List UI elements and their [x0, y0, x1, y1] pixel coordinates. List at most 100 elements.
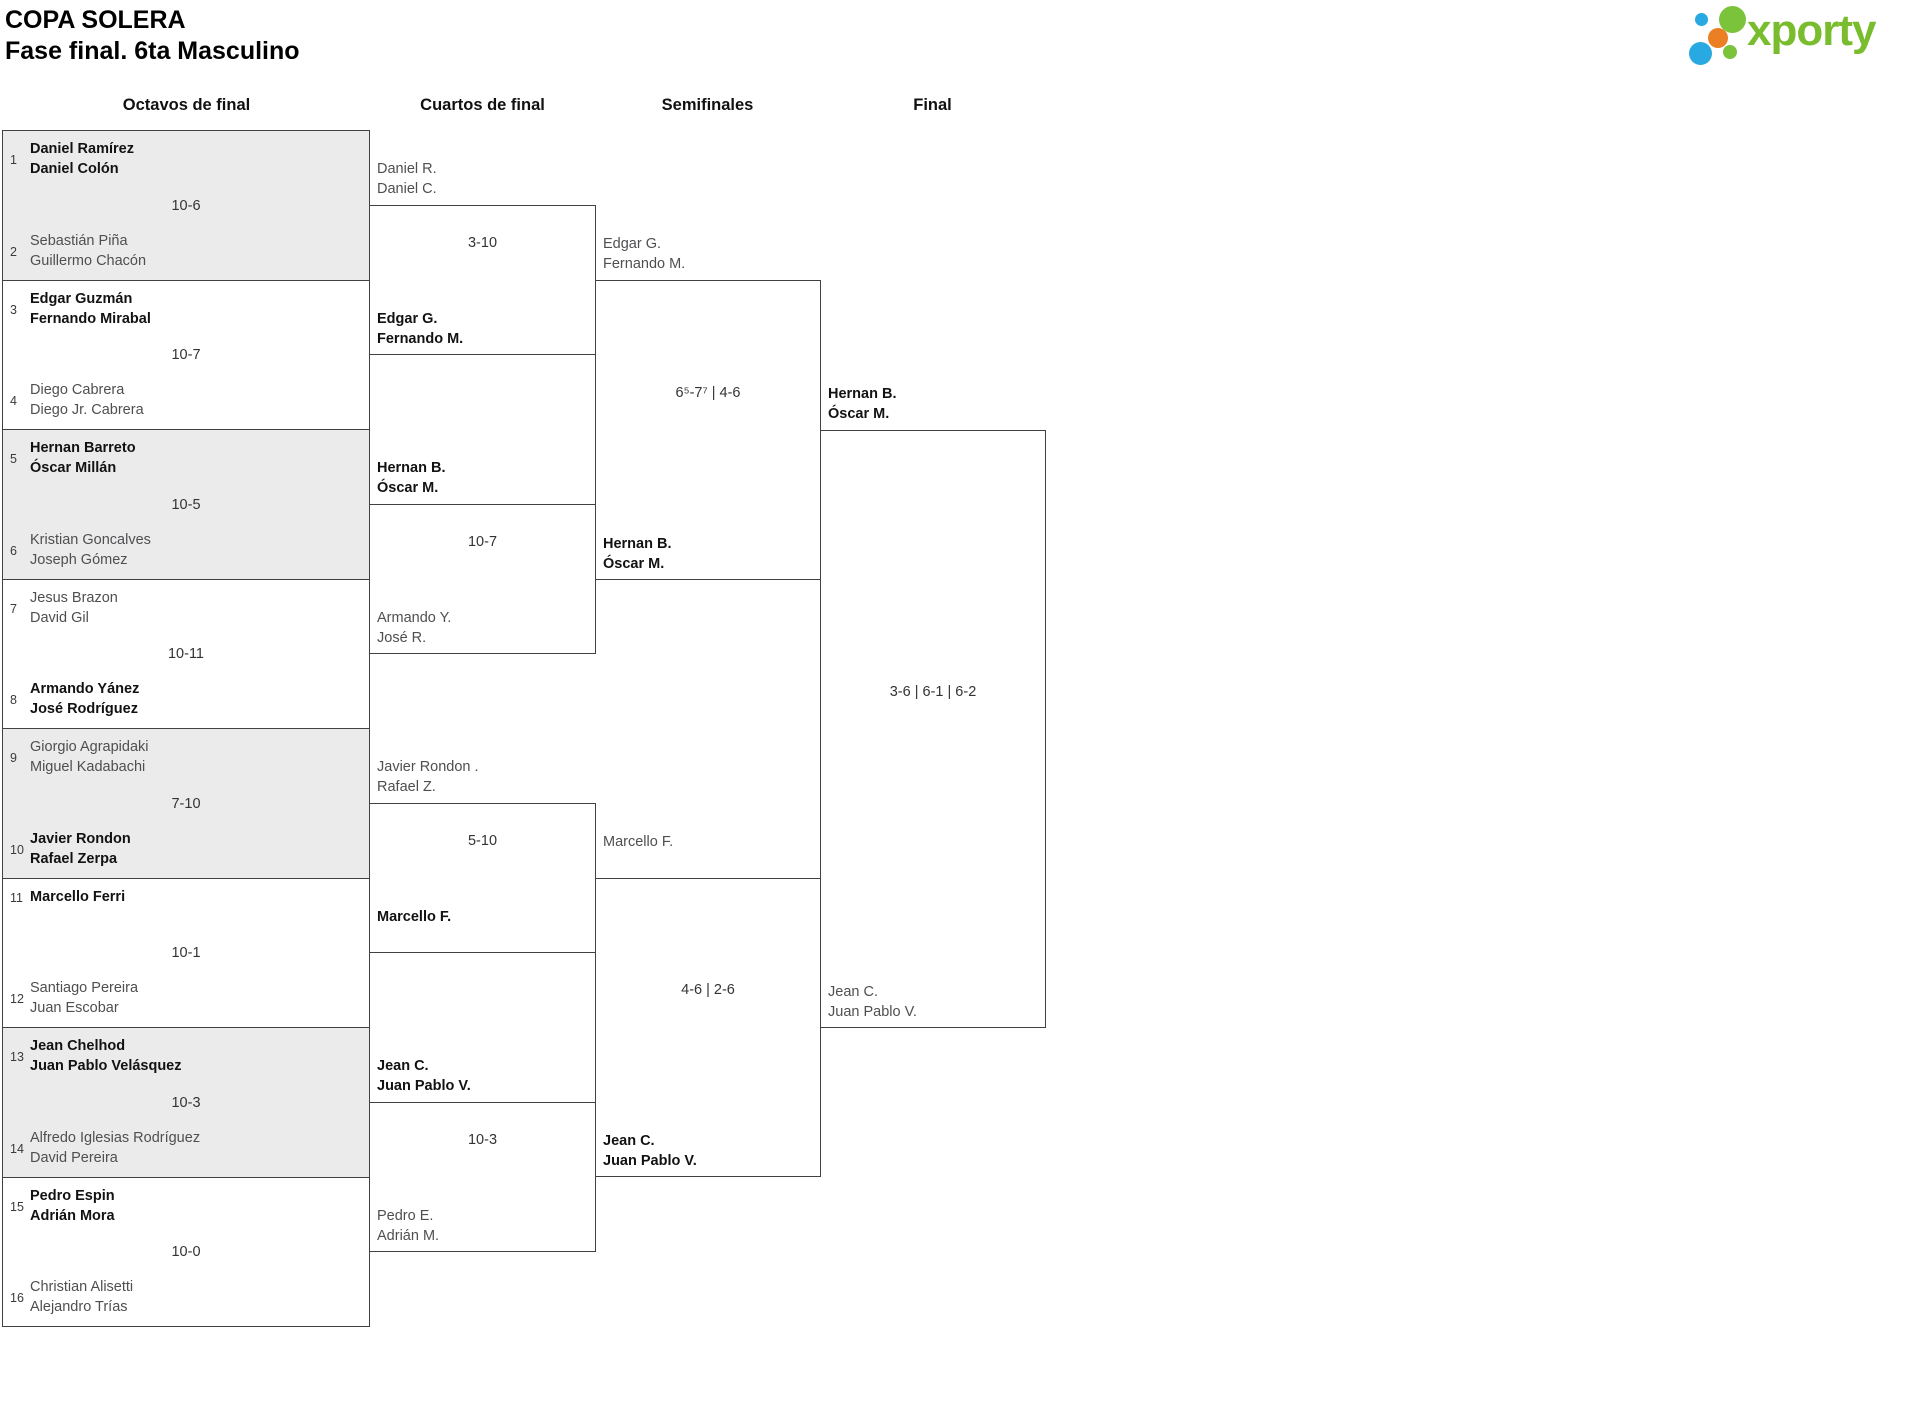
match-score: 4-6 | 2-6	[681, 982, 735, 998]
seed-number: 15	[10, 1199, 24, 1214]
team-name[interactable]: Kristian Goncalves Joseph Gómez	[30, 531, 151, 570]
team-name[interactable]: Sebastián Piña Guillermo Chacón	[30, 232, 146, 271]
team-name[interactable]: Hernan Barreto Óscar Millán	[30, 439, 136, 478]
octavos-match-5[interactable]: 9 Giorgio Agrapidaki Miguel Kadabachi 7-…	[2, 728, 370, 879]
player-name: Christian Alisetti	[30, 1279, 134, 1295]
seed-number: 3	[10, 302, 17, 317]
match-score: 10-5	[171, 496, 201, 513]
team-name[interactable]: Marcello Ferri	[30, 888, 125, 908]
seed-number: 5	[10, 451, 17, 466]
seed-number: 2	[10, 244, 17, 259]
seed-number: 16	[10, 1290, 24, 1305]
player-name: Edgar G.	[377, 311, 438, 327]
team-name[interactable]: Jean C. Juan Pablo V.	[377, 1057, 471, 1096]
team-name[interactable]: Marcello F.	[377, 908, 451, 947]
player-name: Daniel Ramírez	[30, 141, 134, 157]
player-name: Adrián M.	[377, 1227, 440, 1244]
page-title: COPA SOLERA	[5, 6, 186, 34]
cuartos-match-4-connector[interactable]	[369, 1102, 596, 1252]
team-name[interactable]: Marcello F.	[603, 833, 673, 872]
player-name: Santiago Pereira	[30, 980, 139, 996]
player-name: Hernan B.	[377, 460, 446, 476]
player-name: David Gil	[30, 609, 89, 626]
player-name: Armando Yánez	[30, 681, 140, 697]
match-score: 10-7	[467, 534, 498, 550]
team-name[interactable]: Armando Y. José R.	[377, 609, 451, 648]
team-name[interactable]: Jean Chelhod Juan Pablo Velásquez	[30, 1037, 182, 1076]
player-name: Alfredo Iglesias Rodríguez	[30, 1130, 201, 1146]
team-name[interactable]: Edgar G. Fernando M.	[377, 310, 463, 349]
octavos-match-7[interactable]: 13 Jean Chelhod Juan Pablo Velásquez 10-…	[2, 1027, 370, 1178]
octavos-match-8[interactable]: 15 Pedro Espin Adrián Mora 10-0 16 Chris…	[2, 1177, 370, 1327]
player-name: Marcello Ferri	[30, 889, 126, 905]
seed-number: 9	[10, 750, 17, 765]
player-name: Hernan Barreto	[30, 440, 136, 456]
team-name[interactable]: Pedro Espin Adrián Mora	[30, 1187, 115, 1226]
seed-number: 4	[10, 393, 17, 408]
player-name: Edgar G.	[603, 236, 662, 252]
seed-number: 13	[10, 1049, 24, 1064]
team-name[interactable]: Edgar G. Fernando M.	[603, 235, 685, 274]
player-name: Miguel Kadabachi	[30, 758, 146, 775]
seed-number: 1	[10, 152, 17, 167]
player-name: Fernando M.	[603, 255, 686, 272]
team-name[interactable]: Santiago Pereira Juan Escobar	[30, 979, 138, 1018]
seed-number: 10	[10, 842, 24, 857]
player-name: Jesus Brazon	[30, 590, 118, 606]
octavos-match-6[interactable]: 11 Marcello Ferri 10-1 12 Santiago Perei…	[2, 878, 370, 1028]
final-match-connector[interactable]	[820, 430, 1046, 1028]
player-name: Guillermo Chacón	[30, 252, 147, 269]
player-name: Rafael Z.	[377, 778, 436, 795]
player-name: Hernan B.	[828, 386, 897, 402]
team-name[interactable]: Christian Alisetti Alejandro Trías	[30, 1278, 133, 1317]
team-name[interactable]: Giorgio Agrapidaki Miguel Kadabachi	[30, 738, 149, 777]
team-name[interactable]: Jesus Brazon David Gil	[30, 589, 118, 628]
team-name[interactable]: Daniel Ramírez Daniel Colón	[30, 140, 134, 179]
player-name: Kristian Goncalves	[30, 532, 151, 548]
player-name: Sebastián Piña	[30, 233, 128, 249]
team-name[interactable]: Pedro E. Adrián M.	[377, 1207, 439, 1246]
seed-number: 7	[10, 601, 17, 616]
octavos-match-2[interactable]: 3 Edgar Guzmán Fernando Mirabal 10-7 4 D…	[2, 280, 370, 430]
team-name[interactable]: Jean C. Juan Pablo V.	[603, 1132, 697, 1171]
octavos-match-3[interactable]: 5 Hernan Barreto Óscar Millán 10-5 6 Kri…	[2, 429, 370, 580]
match-score: 10-6	[171, 197, 201, 214]
match-score: 3-6 | 6-1 | 6-2	[889, 684, 977, 700]
player-name: Hernan B.	[603, 536, 672, 552]
player-name: José Rodríguez	[30, 700, 138, 717]
octavos-match-1[interactable]: 1 Daniel Ramírez Daniel Colón 10-6 2 Seb…	[2, 130, 370, 281]
logo-dot-blue-small	[1695, 13, 1708, 26]
player-name: Jean Chelhod	[30, 1038, 126, 1054]
team-name[interactable]: Edgar Guzmán Fernando Mirabal	[30, 290, 151, 329]
team-name[interactable]: Javier Rondon . Rafael Z.	[377, 758, 479, 797]
team-name[interactable]: Hernan B. Óscar M.	[377, 459, 446, 498]
team-name[interactable]: Jean C. Juan Pablo V.	[828, 983, 917, 1022]
player-name: Óscar M.	[603, 555, 665, 572]
team-name[interactable]: Hernan B. Óscar M.	[828, 385, 897, 424]
player-name: Alejandro Trías	[30, 1298, 128, 1315]
seed-number: 12	[10, 991, 24, 1006]
logo-text: xporty	[1747, 6, 1876, 55]
player-name: Juan Pablo Velásquez	[30, 1057, 182, 1074]
player-name: Javier Rondon .	[377, 759, 479, 775]
player-name: Joseph Gómez	[30, 551, 128, 568]
player-name: Jean C.	[828, 984, 878, 1000]
logo-dot-green-small	[1723, 45, 1737, 59]
player-name: Marcello F.	[603, 834, 674, 850]
logo-dot-orange	[1708, 28, 1728, 48]
team-name[interactable]: Armando Yánez José Rodríguez	[30, 680, 139, 719]
player-name: Pedro E.	[377, 1208, 434, 1224]
team-name[interactable]: Daniel R. Daniel C.	[377, 160, 437, 199]
team-name[interactable]: Alfredo Iglesias Rodríguez David Pereira	[30, 1129, 200, 1168]
match-score: 6⁵-7⁷ | 4-6	[675, 385, 741, 401]
player-name: Óscar Millán	[30, 459, 117, 476]
match-score: 5-10	[467, 833, 498, 849]
round-header-final: Final	[913, 96, 952, 114]
team-name[interactable]: Hernan B. Óscar M.	[603, 535, 672, 574]
team-name[interactable]: Javier Rondon Rafael Zerpa	[30, 830, 131, 869]
player-name: Óscar M.	[377, 479, 439, 496]
team-name[interactable]: Diego Cabrera Diego Jr. Cabrera	[30, 381, 144, 420]
player-name: Fernando M.	[377, 330, 464, 347]
octavos-match-4[interactable]: 7 Jesus Brazon David Gil 10-11 8 Armando…	[2, 579, 370, 729]
player-name: Daniel C.	[377, 180, 437, 197]
